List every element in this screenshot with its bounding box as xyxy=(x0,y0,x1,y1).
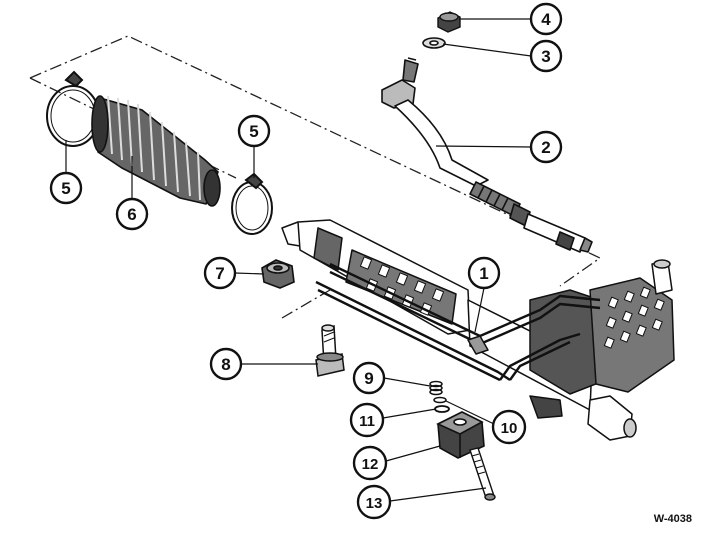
callout-bubble-9 xyxy=(352,361,386,395)
callout-number-2: 2 xyxy=(541,138,550,157)
callout-number-7: 7 xyxy=(215,264,224,283)
callout-number-8: 8 xyxy=(221,355,230,374)
callout-leader-13 xyxy=(389,487,487,502)
callout-number-3: 3 xyxy=(541,47,550,66)
tie-rod-2 xyxy=(381,57,593,253)
spring-9 xyxy=(429,380,443,396)
callout-number-5a: 5 xyxy=(61,179,70,198)
callout-leader-7 xyxy=(234,272,265,275)
callout-11: 11 xyxy=(349,402,437,438)
yoke-12 xyxy=(436,411,485,459)
callout-4: 4 xyxy=(459,2,563,36)
callout-number-12: 12 xyxy=(362,456,379,473)
bolt-8 xyxy=(315,324,345,377)
callout-13: 13 xyxy=(356,484,487,520)
washer-3 xyxy=(422,37,446,49)
callout-number-5b: 5 xyxy=(249,122,258,141)
bellows-boot-6 xyxy=(91,95,221,207)
callout-number-9: 9 xyxy=(364,369,373,388)
callout-leader-9 xyxy=(383,377,431,387)
callout-leader-1 xyxy=(474,287,485,333)
callout-10: 10 xyxy=(445,400,527,445)
callout-layer: 4 3 2 5 5 6 7 1 8 9 10 11 12 13 xyxy=(49,2,563,520)
callout-bubble-4 xyxy=(529,2,563,36)
callout-leader-10 xyxy=(445,400,495,425)
callout-1: 1 xyxy=(467,256,501,333)
callout-bubble-13 xyxy=(356,484,392,520)
callout-bubble-7 xyxy=(203,256,237,290)
callout-number-4: 4 xyxy=(541,10,551,29)
callout-bubble-5b xyxy=(237,114,271,148)
callout-bubble-6 xyxy=(115,197,149,231)
callout-number-10: 10 xyxy=(501,420,518,437)
mounting-nut-7 xyxy=(261,259,295,289)
figure-code: W-4038 xyxy=(654,513,692,525)
callout-9: 9 xyxy=(352,361,431,395)
rack-housing-1 xyxy=(281,219,675,441)
callout-leader-3 xyxy=(442,43,532,57)
nut-4 xyxy=(437,11,461,33)
o-ring-11 xyxy=(434,405,450,413)
callout-6: 6 xyxy=(115,156,149,231)
callout-bubble-8 xyxy=(209,347,243,381)
callout-bubble-10 xyxy=(491,409,527,445)
callout-number-11: 11 xyxy=(359,413,375,430)
callout-bubble-5a xyxy=(49,171,83,205)
screw-13 xyxy=(469,447,496,501)
callout-8: 8 xyxy=(209,347,318,381)
callout-5b: 5 xyxy=(237,114,271,178)
callout-bubble-1 xyxy=(467,256,501,290)
callout-bubble-3 xyxy=(529,39,563,73)
callout-leader-11 xyxy=(382,408,437,419)
boot-clamp-5-left xyxy=(46,70,100,147)
callout-leader-12 xyxy=(385,445,441,462)
callout-3: 3 xyxy=(442,39,563,73)
callout-7: 7 xyxy=(203,256,265,290)
o-ring-10 xyxy=(433,396,447,404)
callout-number-1: 1 xyxy=(479,264,488,283)
boot-clamp-5-right xyxy=(231,172,273,235)
callout-bubble-2 xyxy=(529,130,563,164)
callout-bubble-11 xyxy=(349,402,385,438)
callout-bubble-12 xyxy=(352,445,388,481)
callout-number-6: 6 xyxy=(127,205,136,224)
callout-number-13: 13 xyxy=(366,495,383,512)
callout-12: 12 xyxy=(352,445,441,481)
callout-5a: 5 xyxy=(49,140,83,205)
assembly-outline xyxy=(29,35,602,319)
callout-2: 2 xyxy=(435,130,563,164)
callout-leader-2 xyxy=(435,145,532,148)
